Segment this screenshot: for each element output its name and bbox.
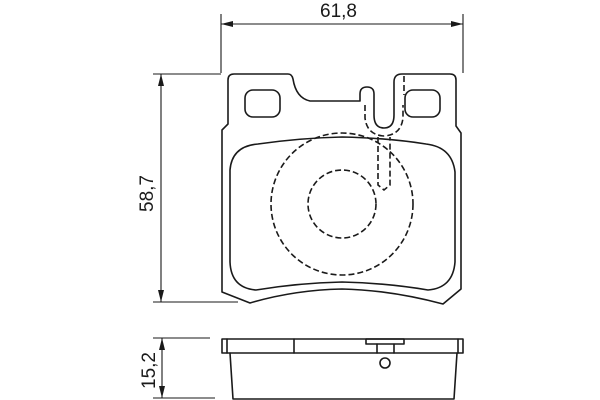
thickness-dimension: 15,2 [139,337,215,399]
sensor-clip-top [365,338,405,345]
side-friction-block [229,352,458,400]
friction-material-outline [229,136,456,291]
height-label: 58,7 [137,175,158,212]
width-label: 61,8 [320,1,357,22]
mounting-slot-left [244,89,281,118]
arrow-left-icon [221,21,233,27]
height-dimension: 58,7 [137,73,238,303]
sensor-pin-circle [379,357,391,369]
arrow-down-icon [159,386,165,398]
wear-sensor-pin-hidden [377,137,391,192]
piston-contact-circle-inner [307,169,377,239]
wear-sensor-slot-hidden [364,105,404,137]
width-dimension: 61,8 [220,1,464,73]
arrow-down-icon [158,290,164,302]
thickness-label: 15,2 [139,352,160,389]
side-backing-plate [221,338,464,354]
arrow-up-icon [159,338,165,350]
arrow-up-icon [158,74,164,86]
side-view [221,338,464,400]
mounting-slot-right [404,89,441,118]
backing-plate-outline [221,73,462,305]
arrow-right-icon [451,21,463,27]
piston-contact-circle-outer [270,132,414,276]
